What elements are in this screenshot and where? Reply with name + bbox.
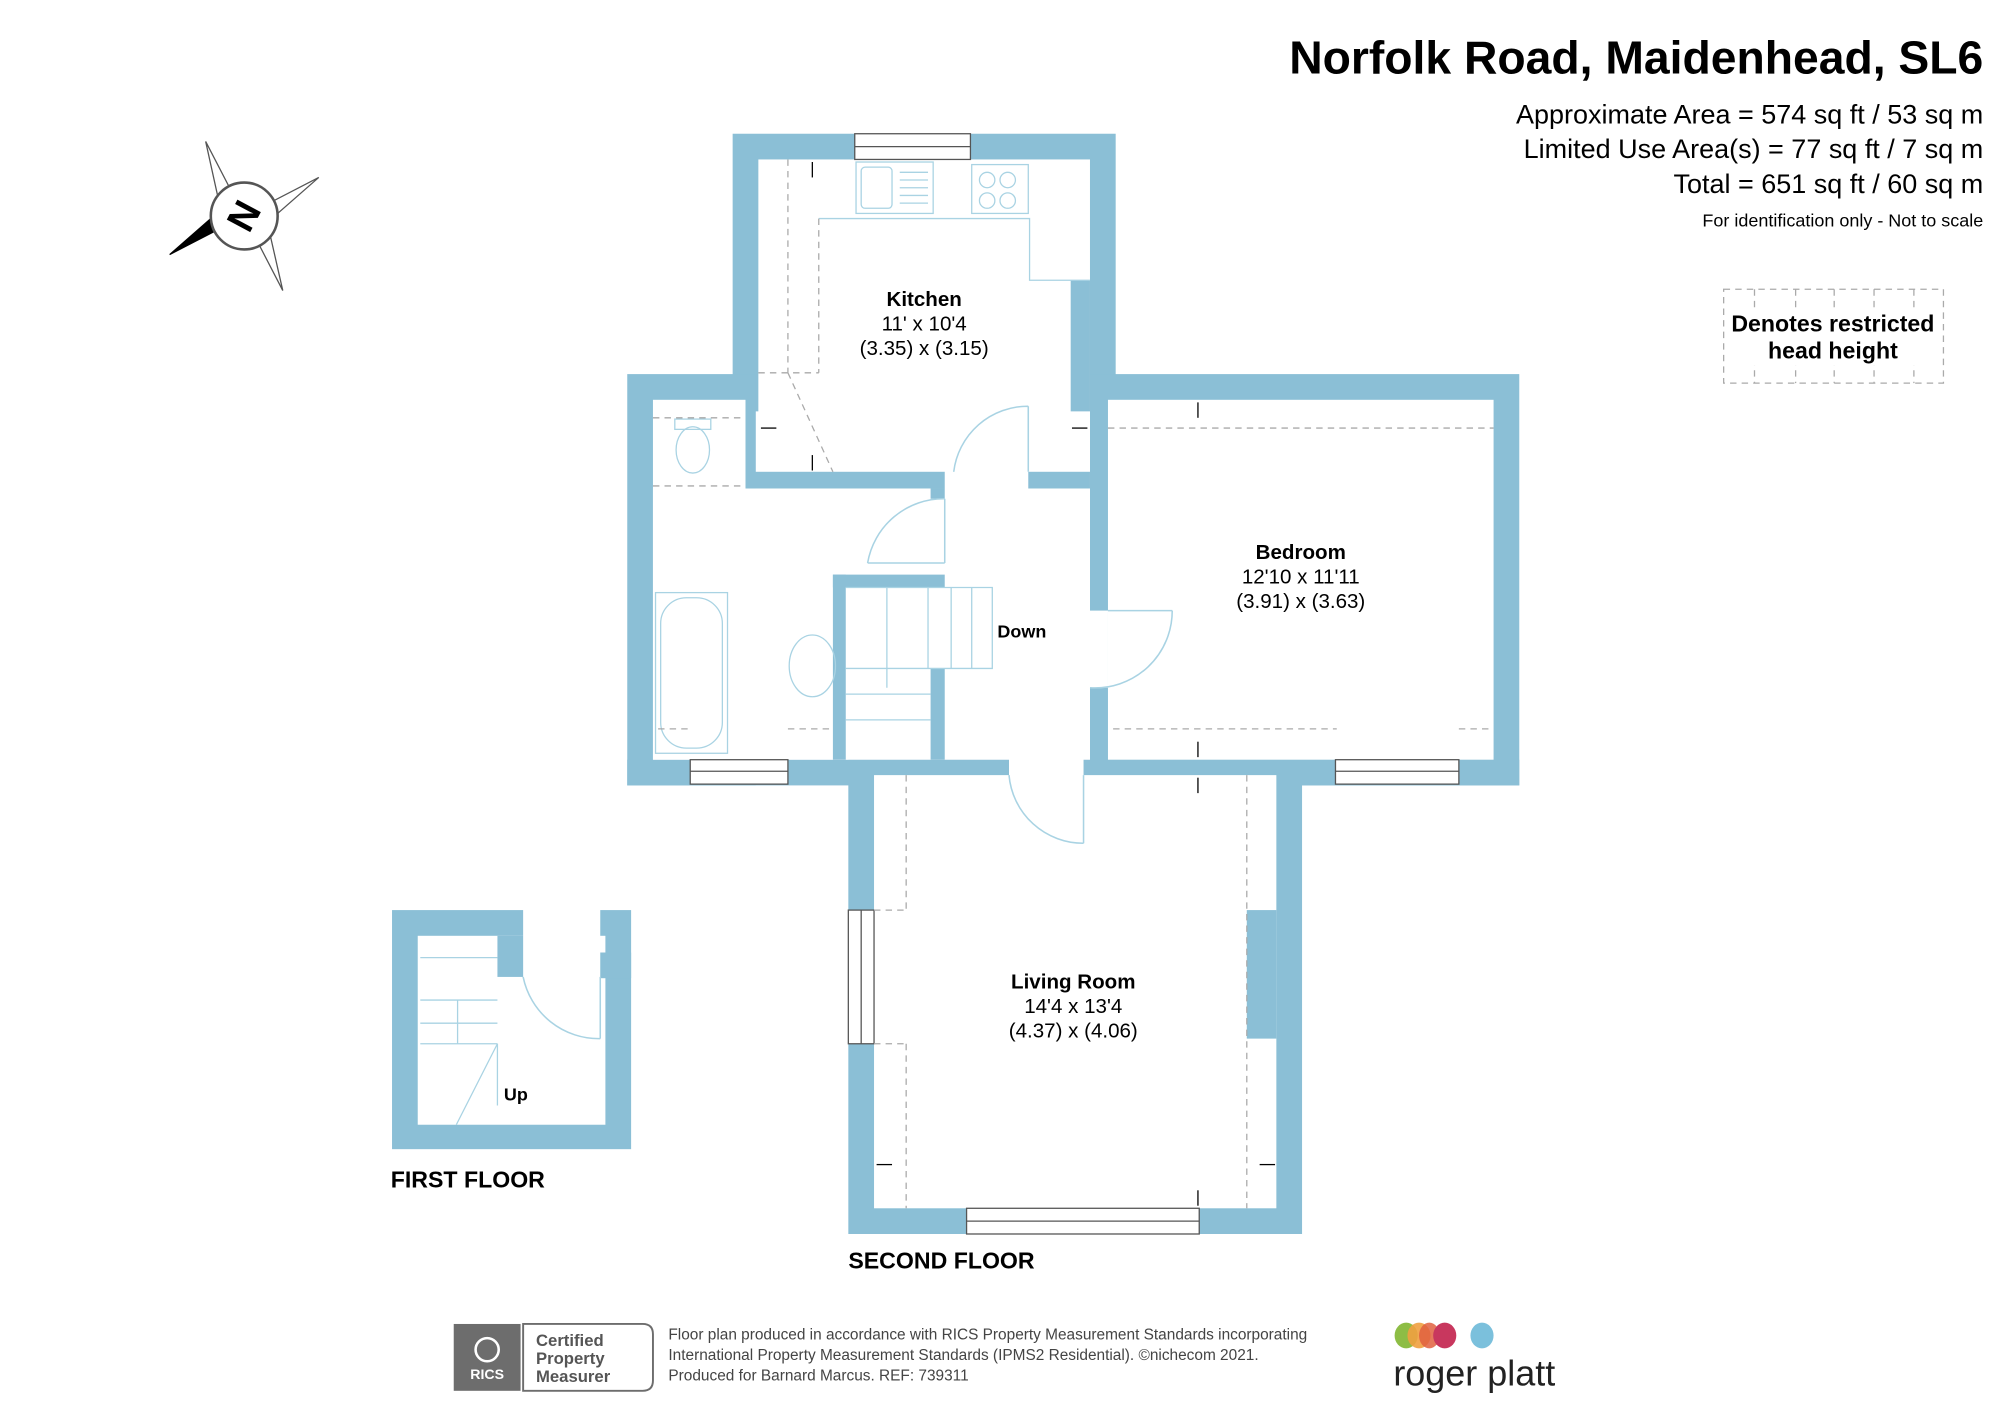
approximate-area: Approximate Area = 574 sq ft / 53 sq m [1516, 99, 1983, 129]
second-floor-label: SECOND FLOOR [848, 1248, 1035, 1274]
roger-platt-logo: roger platt [1393, 1322, 1555, 1394]
rics-logo: RICS Certified Property Measurer [453, 1323, 654, 1392]
room-name: Living Room [1011, 970, 1135, 993]
certified-line-3: Measurer [536, 1367, 611, 1386]
legend-line-2: head height [1768, 338, 1898, 364]
brand-text: roger platt [1393, 1353, 1555, 1394]
room-name: Kitchen [886, 288, 961, 311]
windows [689, 133, 1460, 1235]
room-living: Living Room 14'4 x 13'4 (4.37) x (4.06) [1009, 970, 1138, 1042]
fixtures [420, 161, 1090, 1126]
first-floor-label: FIRST FLOOR [391, 1167, 545, 1193]
doors [522, 405, 1174, 1040]
footer-line-1: Floor plan produced in accordance with R… [668, 1326, 1307, 1343]
compass-icon: N [169, 141, 320, 291]
dimension-arrows [760, 162, 1276, 1206]
limited-use-area: Limited Use Area(s) = 77 sq ft / 7 sq m [1524, 134, 1984, 164]
footer-line-2: International Property Measurement Stand… [668, 1347, 1258, 1364]
room-name: Bedroom [1256, 541, 1346, 564]
footer-line-3: Produced for Barnard Marcus. REF: 739311 [668, 1368, 968, 1385]
restricted-height-legend: Denotes restricted head height [1723, 288, 1945, 384]
rics-text: RICS [470, 1366, 504, 1382]
room-bedroom: Bedroom 12'10 x 11'11 (3.91) x (3.63) [1236, 541, 1365, 613]
certified-line-1: Certified [536, 1331, 604, 1350]
legend-line-1: Denotes restricted [1731, 311, 1934, 337]
stairs-up-label: Up [504, 1084, 528, 1104]
room-dimensions-imperial: 11' x 10'4 [882, 312, 967, 335]
room-dimensions-metric: (3.91) x (3.63) [1236, 590, 1365, 613]
total-area: Total = 651 sq ft / 60 sq m [1674, 169, 1984, 199]
restricted-area-lines [652, 159, 1494, 1209]
certified-line-2: Property [536, 1349, 605, 1368]
room-dimensions-metric: (4.37) x (4.06) [1009, 1019, 1138, 1042]
room-dimensions-imperial: 14'4 x 13'4 [1024, 995, 1122, 1018]
room-dimensions-metric: (3.35) x (3.15) [860, 337, 989, 360]
room-dimensions-imperial: 12'10 x 11'11 [1242, 566, 1360, 589]
inner-walls [497, 280, 1277, 1039]
property-title: Norfolk Road, Maidenhead, SL6 [1289, 31, 1983, 83]
stairs-down-label: Down [997, 622, 1046, 642]
disclaimer: For identification only - Not to scale [1702, 210, 1983, 230]
room-kitchen: Kitchen 11' x 10'4 (3.35) x (3.15) [860, 288, 989, 360]
